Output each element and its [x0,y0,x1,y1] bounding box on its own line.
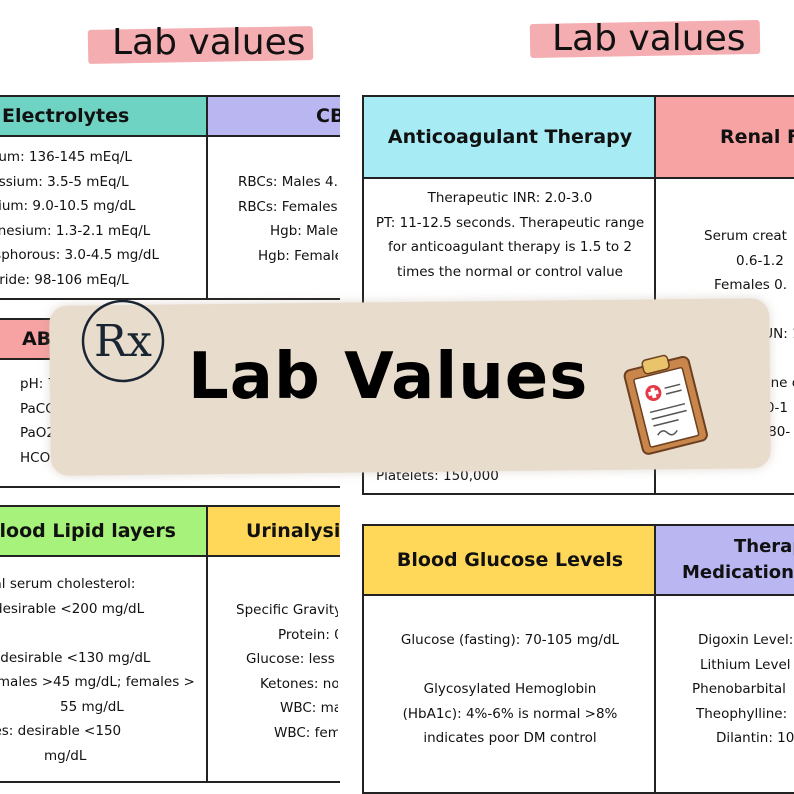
renal-header: Renal Function [654,95,794,179]
urinalysis-header-label: Urinalysis [246,520,340,542]
cbc-header-label: CBC [316,105,340,127]
therapeutic-header-line1: Therapeutic [734,536,794,557]
anticoagulant-header: Anticoagulant Therapy [362,95,658,179]
lipids-header: Blood Lipid layers [0,505,208,557]
glucose-line [364,653,656,678]
urinalysis-line: WBC: fem [274,724,338,741]
electrolyte-line: Calcium: 9.0-10.5 mg/dL [0,198,136,214]
lipid-line: Total serum cholesterol: [0,576,136,592]
urinalysis-header: Urinalysis [206,505,340,557]
clipboard-icon [617,344,717,460]
glucose-line: Glycosylated Hemoglobin [423,681,597,697]
glucose-body: Glucose (fasting): 70-105 mg/dL Glycosyl… [364,628,656,751]
urinalysis-body: Specific Gravity Protein: 0 Glucose: les… [208,598,338,748]
anticoagulant-header-label: Anticoagulant Therapy [387,126,633,148]
right-panel-title: Lab values [552,18,746,59]
electrolyte-line: Sodium: 136-145 mEq/L [0,149,132,165]
urinalysis-line: Glucose: less [246,651,335,667]
therapeutic-line: Phenobarbital [692,681,786,697]
therapeutic-line: Digoxin Level: [698,632,794,648]
cbc-line: RBCs: Males 4.7 [238,174,338,190]
anticoagulant-body: Therapeutic INR: 2.0-3.0 PT: 11-12.5 sec… [364,186,656,284]
glucose-line: Glucose (fasting): 70-105 mg/dL [400,632,620,648]
urinalysis-line: Ketones: none [260,675,338,692]
urinalysis-line: Protein: 0 [278,626,338,643]
therapeutic-header-line2: Medication Levels [682,562,794,583]
glucose-line: (HbA1c): 4%-6% is normal >8% [402,705,618,722]
electrolyte-line: Chloride: 98-106 mEq/L [0,271,129,288]
anticoagulant-line: PT: 11-12.5 seconds. Therapeutic range [375,214,645,231]
glucose-header-label: Blood Glucose Levels [396,549,624,571]
electrolyte-line: Potassium: 3.5-5 mEq/L [0,173,129,190]
lipid-line [0,621,205,646]
glucose-line: indicates poor DM control [423,730,597,746]
lipid-line: desirable <200 mg/dL [0,600,145,617]
cbc-header: CBC [206,95,340,137]
electrolyte-line: Magnesium: 1.3-2.1 mEq/L [0,222,151,239]
electrolyte-line: Phosphorous: 3.0-4.5 mg/dL [0,247,159,263]
cbc-line: RBCs: Females 4 [238,198,338,215]
urinalysis-line: Specific Gravity [236,602,338,618]
renal-line: Females 0. [714,277,788,293]
cbc-line: Hgb: Females [258,247,338,264]
lipid-line: Triglycerides: desirable <150 [0,723,122,739]
cbc-line: Hgb: Males [270,223,338,239]
therapeutic-line: Lithium Level [700,656,791,673]
renal-header-label: Renal Function [720,126,794,148]
left-panel-title: Lab values [112,22,306,63]
banner-title: Lab Values [188,340,589,414]
rx-logo: Rx [80,298,166,384]
electrolytes-header: Electrolytes [0,95,208,137]
anticoagulant-line: for anticoagulant therapy is 1.5 to 2 [387,239,633,255]
lipid-line: mg/dL [44,747,87,764]
electrolytes-header-label: Electrolytes [2,105,130,127]
lipid-line: 55 mg/dL [60,698,124,715]
lipid-line: LDL: desirable <130 mg/dL [0,649,151,666]
therapeutic-header: Therapeutic Medication Levels [654,524,794,596]
glucose-header: Blood Glucose Levels [362,524,658,596]
cbc-body: RBCs: Males 4.7 RBCs: Females 4 Hgb: Mal… [208,170,338,270]
renal-line: 0.6-1.2 [736,252,784,269]
lipid-line: HDL: males >45 mg/dL; females > [0,674,195,690]
renal-line: Serum creat [704,228,787,244]
rx-logo-text: Rx [94,316,152,367]
anticoagulant-line: Therapeutic INR: 2.0-3.0 [427,190,593,206]
lipids-header-label: Blood Lipid layers [0,520,176,542]
therapeutic-line: Theophylline: [696,705,788,722]
lipids-body: Total serum cholesterol: desirable <200 … [0,572,205,772]
urinalysis-line: WBC: ma [280,700,338,716]
therapeutic-line: Dilantin: 10 [716,730,794,746]
therapeutic-body: Digoxin Level: Lithium Level Phenobarbit… [656,628,794,758]
anticoagulant-line: times the normal or control value [397,263,623,280]
electrolytes-body: Sodium: 136-145 mEq/L Potassium: 3.5-5 m… [0,145,205,295]
